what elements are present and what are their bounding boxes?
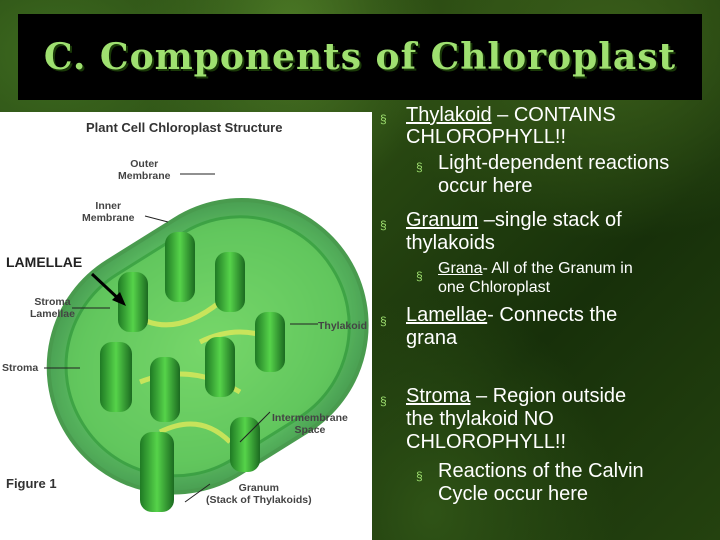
sub-bullet-calvin: Reactions of the Calvin (438, 460, 644, 482)
sub-bullet-grana: Grana- All of the Granum in (438, 260, 633, 277)
sub-bullet-marker: § (416, 160, 423, 174)
bullet-stroma-line2: the thylakoid NO (406, 408, 554, 430)
sub-bullet-light-reactions: Light-dependent reactions (438, 152, 670, 174)
bullet-stroma-line3: CHLOROPHYLL!! (406, 431, 567, 453)
chloroplast-figure: Plant Cell Chloroplast Structure (0, 112, 372, 540)
sub-bullet-light-reactions-line2: occur here (438, 175, 533, 197)
label-stroma-lamellae: Stroma Lamellae (30, 296, 75, 320)
label-granum: Granum (Stack of Thylakoids) (206, 482, 312, 506)
label-inner-membrane: Inner Membrane (82, 200, 135, 224)
title-band: C. Components of Chloroplast (18, 14, 702, 100)
figure-number: Figure 1 (6, 476, 57, 491)
bullet-lamellae-line2: grana (406, 327, 458, 349)
bullet-marker: § (380, 218, 387, 232)
label-stroma: Stroma (2, 362, 39, 374)
bullet-granum: Granum –single stack of (406, 209, 622, 231)
bullet-thylakoid-line2: CHLOROPHYLL!! (406, 126, 567, 148)
bullet-thylakoid: Thylakoid – CONTAINS (406, 104, 616, 126)
figure-heading: Plant Cell Chloroplast Structure (86, 120, 283, 135)
bullet-lamellae: Lamellae- Connects the (406, 304, 618, 326)
slide-title: C. Components of Chloroplast (43, 36, 677, 78)
lamellae-callout: LAMELLAE (6, 254, 83, 270)
bullet-marker: § (380, 314, 387, 328)
granum-stacks (100, 232, 285, 512)
label-outer-membrane: Outer Membrane (118, 158, 171, 182)
bullet-stroma: Stroma – Region outside (406, 385, 627, 407)
sub-bullet-grana-line2: one Chloroplast (438, 279, 551, 296)
chloroplast-illustration (44, 173, 369, 512)
bullet-marker: § (380, 112, 387, 126)
sub-bullet-calvin-line2: Cycle occur here (438, 483, 589, 505)
sub-bullet-marker: § (416, 269, 423, 283)
label-intermembrane-space: Intermembrane Space (272, 412, 348, 436)
bullet-granum-line2: thylakoids (406, 232, 495, 254)
label-thylakoid: Thylakoid (318, 320, 368, 332)
bullet-marker: § (380, 394, 387, 408)
sub-bullet-marker: § (416, 469, 423, 483)
